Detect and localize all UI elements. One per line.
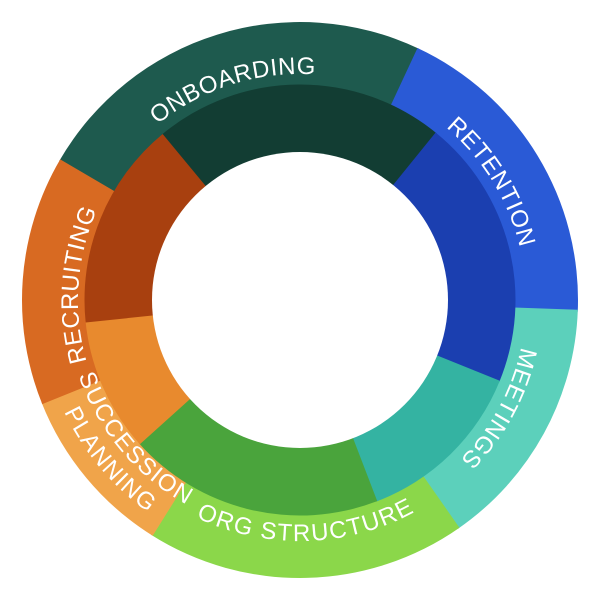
inner-band xyxy=(84,84,516,516)
segment-onboarding-outer xyxy=(59,21,420,193)
outer-band xyxy=(21,21,579,578)
segment-retention-outer xyxy=(390,48,579,312)
segment-org-structure-outer xyxy=(151,475,460,578)
segment-org-structure-inner xyxy=(138,396,378,516)
segment-meetings-inner xyxy=(351,354,500,502)
segment-recruiting-outer xyxy=(21,159,116,405)
segment-succession-planning-inner xyxy=(85,314,192,445)
center-hole xyxy=(152,152,448,448)
segment-retention-inner xyxy=(391,132,516,383)
segment-recruiting-inner xyxy=(84,133,207,323)
segment-meetings-outer xyxy=(421,307,578,529)
segment-succession-planning-outer xyxy=(41,378,187,536)
segment-onboarding-inner xyxy=(161,84,437,189)
